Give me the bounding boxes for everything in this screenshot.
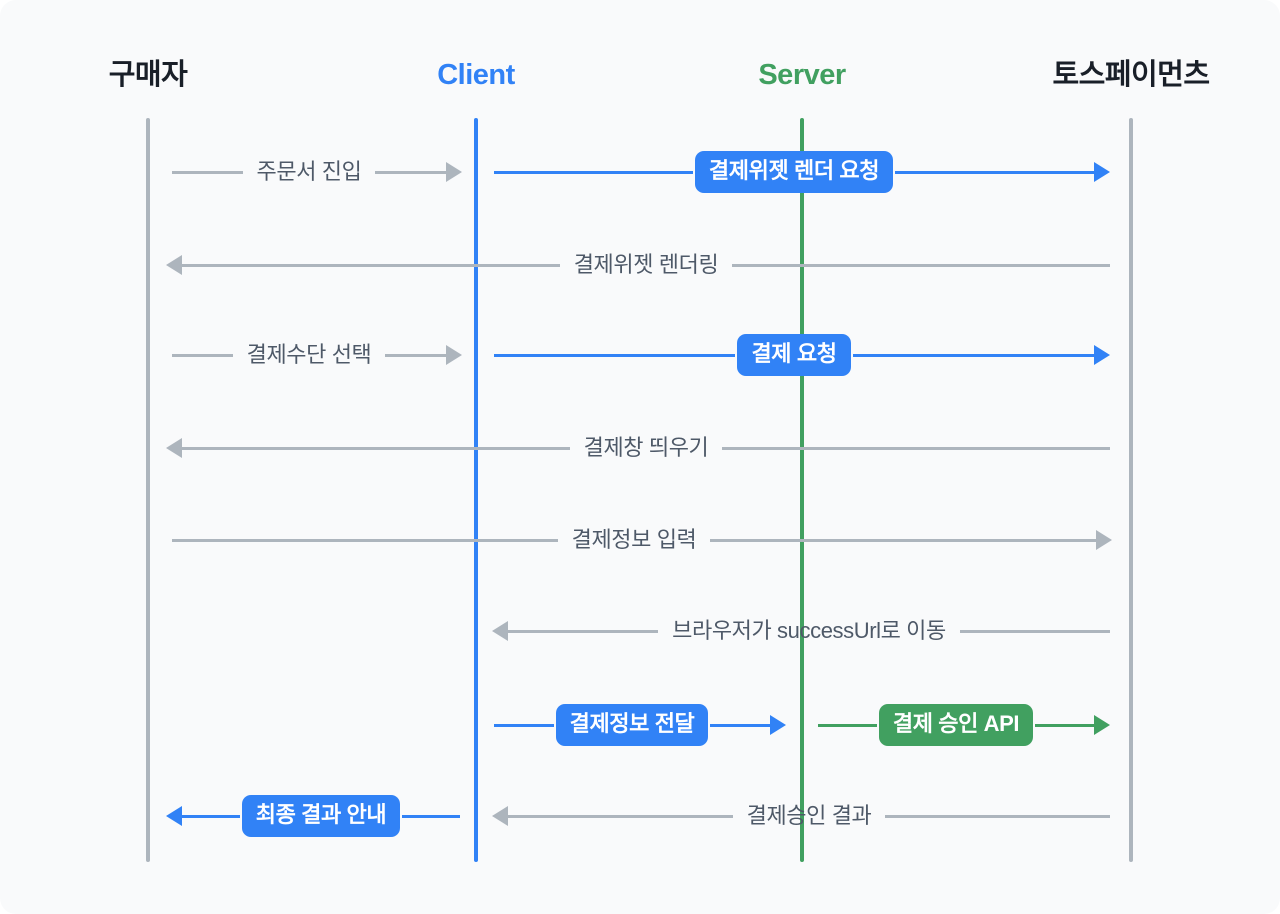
lifeline-server — [800, 118, 804, 862]
message-line — [182, 263, 560, 267]
message-final-result-notice: 최종 결과 안내 — [166, 795, 460, 837]
message-label-widget-render-request: 결제위젯 렌더 요청 — [694, 151, 894, 193]
message-line — [732, 263, 1110, 267]
arrowhead-left — [166, 806, 182, 826]
message-label-order-entry: 주문서 진입 — [256, 159, 362, 184]
message-payment-confirm-api: 결제 승인 API — [818, 704, 1111, 746]
message-line — [710, 723, 771, 727]
message-label-payment-request: 결제 요청 — [737, 334, 851, 376]
message-line — [182, 814, 240, 818]
message-line — [172, 353, 233, 357]
message-line — [959, 629, 1110, 633]
message-order-entry: 주문서 진입 — [172, 155, 463, 189]
message-label-browser-redirect-success-url: 브라우저가 successUrl로 이동 — [672, 618, 946, 643]
arrowhead-left — [492, 621, 508, 641]
message-line — [818, 723, 877, 727]
message-label-payment-confirm-result: 결제승인 결과 — [746, 803, 872, 828]
arrowhead-right — [1094, 345, 1111, 365]
message-label-payment-confirm-api: 결제 승인 API — [878, 704, 1034, 746]
message-label-final-result-notice: 최종 결과 안내 — [241, 795, 401, 837]
arrowhead-right — [1096, 530, 1113, 550]
message-line — [722, 446, 1111, 450]
message-line — [494, 170, 693, 174]
message-line — [172, 538, 558, 542]
lifeline-buyer — [146, 118, 150, 862]
message-line — [182, 446, 570, 450]
message-line — [402, 814, 460, 818]
message-line — [1035, 723, 1095, 727]
actor-label-buyer: 구매자 — [108, 59, 188, 91]
message-label-select-payment-method: 결제수단 선택 — [246, 342, 372, 367]
actor-label-toss: 토스페이먼츠 — [1052, 59, 1210, 91]
message-line — [385, 353, 447, 357]
arrowhead-left — [492, 806, 508, 826]
message-line — [375, 170, 447, 174]
message-label-enter-payment-info: 결제정보 입력 — [571, 527, 697, 552]
message-line — [494, 353, 736, 357]
arrowhead-right — [446, 162, 463, 182]
lifeline-toss — [1129, 118, 1133, 862]
arrowhead-right — [770, 715, 787, 735]
arrowhead-left — [166, 255, 182, 275]
message-line — [885, 814, 1111, 818]
lifeline-client — [474, 118, 478, 862]
message-label-widget-rendering: 결제위젯 렌더링 — [573, 252, 719, 277]
actor-label-server: Server — [758, 59, 846, 91]
message-line — [508, 629, 659, 633]
message-widget-rendering: 결제위젯 렌더링 — [166, 248, 1110, 282]
message-send-payment-info: 결제정보 전달 — [494, 704, 787, 746]
arrowhead-right — [1094, 162, 1110, 182]
actor-label-client: Client — [437, 59, 515, 91]
arrowhead-right — [446, 345, 463, 365]
message-line — [508, 814, 733, 818]
message-select-payment-method: 결제수단 선택 — [172, 338, 463, 372]
message-line — [710, 538, 1097, 542]
message-line — [852, 353, 1095, 357]
message-line — [494, 723, 554, 727]
message-open-payment-window: 결제창 띄우기 — [166, 431, 1111, 465]
message-line — [895, 170, 1094, 174]
message-line — [172, 170, 243, 174]
message-label-open-payment-window: 결제창 띄우기 — [583, 435, 709, 460]
arrowhead-left — [166, 438, 182, 458]
message-enter-payment-info: 결제정보 입력 — [172, 523, 1113, 557]
message-label-send-payment-info: 결제정보 전달 — [555, 704, 709, 746]
arrowhead-right — [1094, 715, 1111, 735]
